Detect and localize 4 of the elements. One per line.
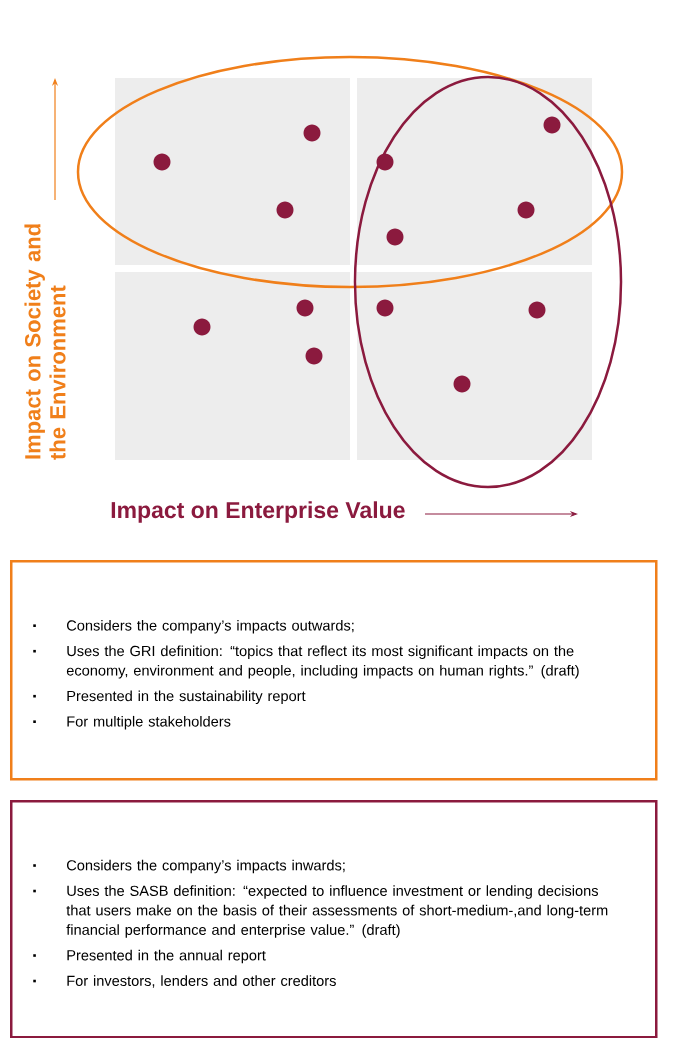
label: Impact on Enterprise Value — [111, 501, 405, 523]
label: Impact on Society and the Environment — [24, 224, 66, 460]
text-box: Considers the company’s impacts outwards; Uses the GRI definition: “topics that reflect its most significant impacts on the economy, environment and people, including impacts on human rights.” (draft) Presented in the sustainability report For multiple stakeholders — [10, 560, 658, 781]
text-box: Considers the company’s impacts inwards; Uses the SASB definition: “expected to influence investment or lending decisions that users make on the basis of their assessments of short-medium-,and long-term financial performance and enterprise value.” (draft) Presented in the annual report For investors, lenders and other creditors — [10, 800, 658, 1038]
